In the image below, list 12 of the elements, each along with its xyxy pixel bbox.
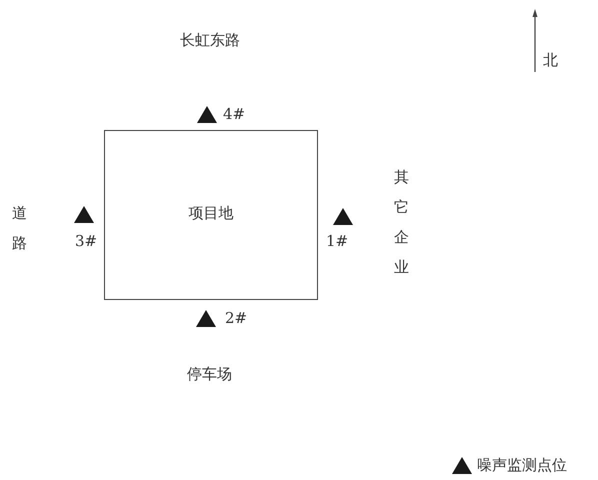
- parking-label: 停车场: [187, 365, 232, 383]
- site-label: 项目地: [188, 204, 234, 222]
- neighbor-label: 其它企业: [394, 167, 410, 278]
- road-label: 道路: [12, 203, 28, 254]
- point-number: 3#: [75, 232, 98, 250]
- site-box: [104, 130, 318, 300]
- road-label: 长虹东路: [180, 31, 240, 49]
- point-number: 1#: [326, 232, 348, 250]
- point-number: 2#: [225, 309, 248, 327]
- point-number: 4#: [223, 105, 246, 123]
- legend-text: 噪声监测点位: [477, 456, 567, 474]
- north-label: 北: [543, 51, 558, 69]
